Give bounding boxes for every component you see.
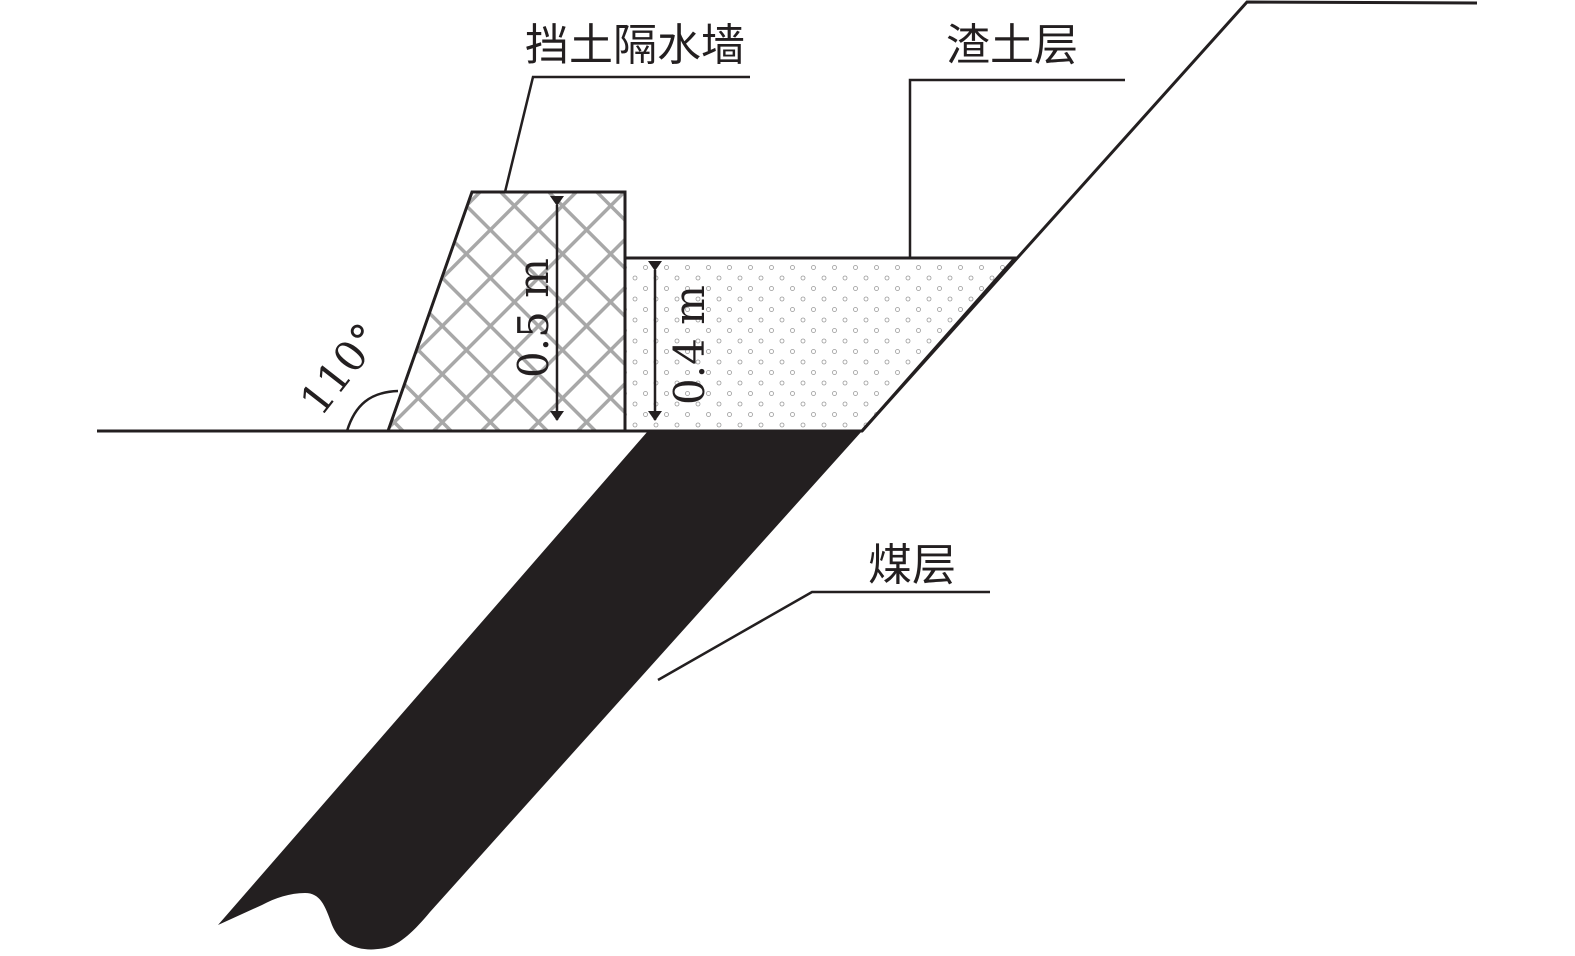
wall-leader-line xyxy=(503,75,750,193)
spoil-layer-label: 渣土层 xyxy=(946,20,1078,71)
angle-arc xyxy=(345,389,399,432)
coal-leader-line xyxy=(657,590,990,682)
coal-seam xyxy=(218,431,862,950)
slope-line xyxy=(860,0,1478,433)
angle-label: 110° xyxy=(290,314,391,424)
retaining-wall xyxy=(385,190,627,433)
wall-label: 挡土隔水墙 xyxy=(525,20,745,71)
wall-height-label: 0.5 m xyxy=(509,258,558,378)
coal-seam-label: 煤层 xyxy=(868,540,956,591)
spoil-leader-line xyxy=(908,78,1125,258)
spoil-height-label: 0.4 m xyxy=(665,285,714,405)
